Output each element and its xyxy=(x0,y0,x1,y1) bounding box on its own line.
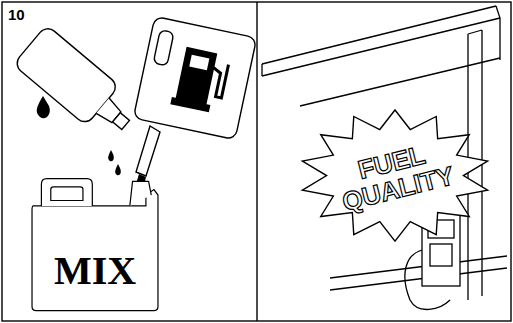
fuel-can-handle-hole xyxy=(153,30,174,66)
pump-icon-base xyxy=(171,98,209,112)
can-filler-neck xyxy=(130,181,151,205)
gas-station xyxy=(262,6,507,309)
can-label: MIX xyxy=(54,250,136,292)
canopy-edge xyxy=(262,18,500,76)
canopy-underside xyxy=(300,58,500,106)
mix-can: MIX xyxy=(28,176,162,312)
oil-drop xyxy=(37,96,50,118)
can-body xyxy=(32,190,158,311)
pump-icon-hose xyxy=(208,62,229,98)
oil-bottle xyxy=(13,25,142,145)
panel-divider xyxy=(256,2,257,321)
bottle-cap-neck xyxy=(113,113,130,130)
pump-island xyxy=(330,256,507,290)
fuel-can xyxy=(133,16,256,139)
panel-frames xyxy=(2,2,511,321)
canopy-corner xyxy=(496,6,500,60)
fuel-can-body xyxy=(133,16,256,139)
canopy-edge xyxy=(261,64,262,76)
starburst-shape xyxy=(302,110,487,241)
canopy-edge xyxy=(262,6,496,64)
outer-frame xyxy=(2,2,511,321)
pump-panel xyxy=(430,244,452,266)
pump-icon-body xyxy=(176,48,216,105)
figure-number: 10 xyxy=(8,6,25,23)
fuel-can-spout xyxy=(136,126,160,176)
oil-drop xyxy=(115,164,121,175)
pump-hose xyxy=(405,250,450,309)
oil-drop xyxy=(108,150,114,161)
can-handle xyxy=(41,179,92,206)
starburst: FUEL QUALITY xyxy=(300,110,490,241)
pump-icon-window xyxy=(189,55,209,70)
